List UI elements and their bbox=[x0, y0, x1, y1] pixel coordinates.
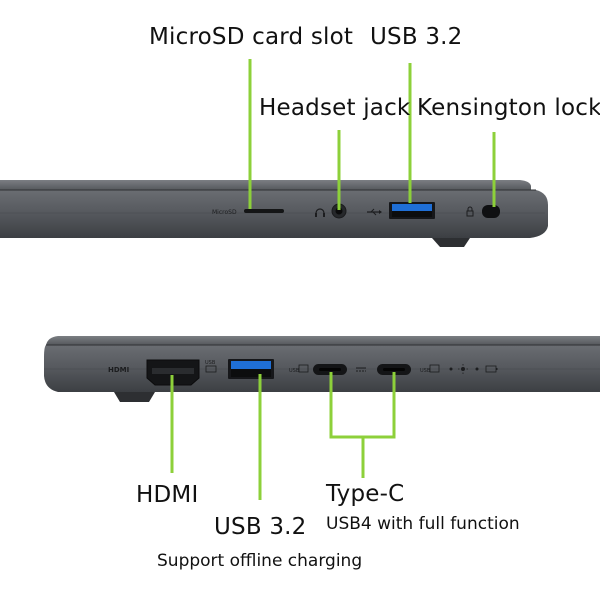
label-kensington-lock: Kensington lock bbox=[417, 95, 600, 121]
battery-icon bbox=[485, 365, 498, 373]
top-ports: MicroSD bbox=[212, 202, 500, 219]
microsd-port-icon-text: MicroSD bbox=[212, 209, 237, 216]
usb-c-port-icon-1: USB bbox=[289, 364, 309, 374]
label-usb-3-2-bottom: USB 3.2 bbox=[214, 514, 307, 540]
usb-c-port-icon-1-text: USB bbox=[289, 368, 300, 374]
label-usb-3-2-top: USB 3.2 bbox=[370, 24, 463, 50]
label-offline-charging: Support offline charging bbox=[157, 551, 363, 571]
led-dot bbox=[475, 367, 479, 371]
hdmi-port-icon-text: HDMI bbox=[108, 366, 129, 374]
bottom-ports: HDMI USB USB USB bbox=[108, 359, 498, 386]
label-microsd-card-slot: MicroSD card slot bbox=[149, 24, 354, 50]
label-hdmi: HDMI bbox=[136, 482, 199, 508]
label-usb4-full-function: USB4 with full function bbox=[326, 514, 520, 534]
status-indicators bbox=[449, 364, 498, 374]
kensington-lock-slot bbox=[482, 205, 500, 218]
usb-a-port-icon-text: USB bbox=[205, 360, 216, 366]
brightness-icon bbox=[458, 364, 468, 374]
callout-lines bbox=[170, 59, 496, 500]
lock-icon bbox=[466, 206, 474, 217]
label-headset-jack: Headset jack bbox=[259, 95, 411, 121]
usb-c-port-icon-2: USB bbox=[420, 364, 440, 374]
usb-a-port-icon: USB bbox=[205, 360, 217, 373]
headset-icon bbox=[315, 208, 325, 217]
label-type-c: Type-C bbox=[326, 481, 405, 507]
led-dot bbox=[449, 367, 453, 371]
usb-icon bbox=[367, 208, 382, 216]
callout-bracket-type-c bbox=[329, 372, 396, 478]
usb-c-port-icon-2-text: USB bbox=[420, 368, 431, 374]
laptop-top-side bbox=[0, 180, 548, 247]
microsd-slot bbox=[244, 209, 284, 213]
thunderbolt-dashes bbox=[356, 367, 366, 372]
